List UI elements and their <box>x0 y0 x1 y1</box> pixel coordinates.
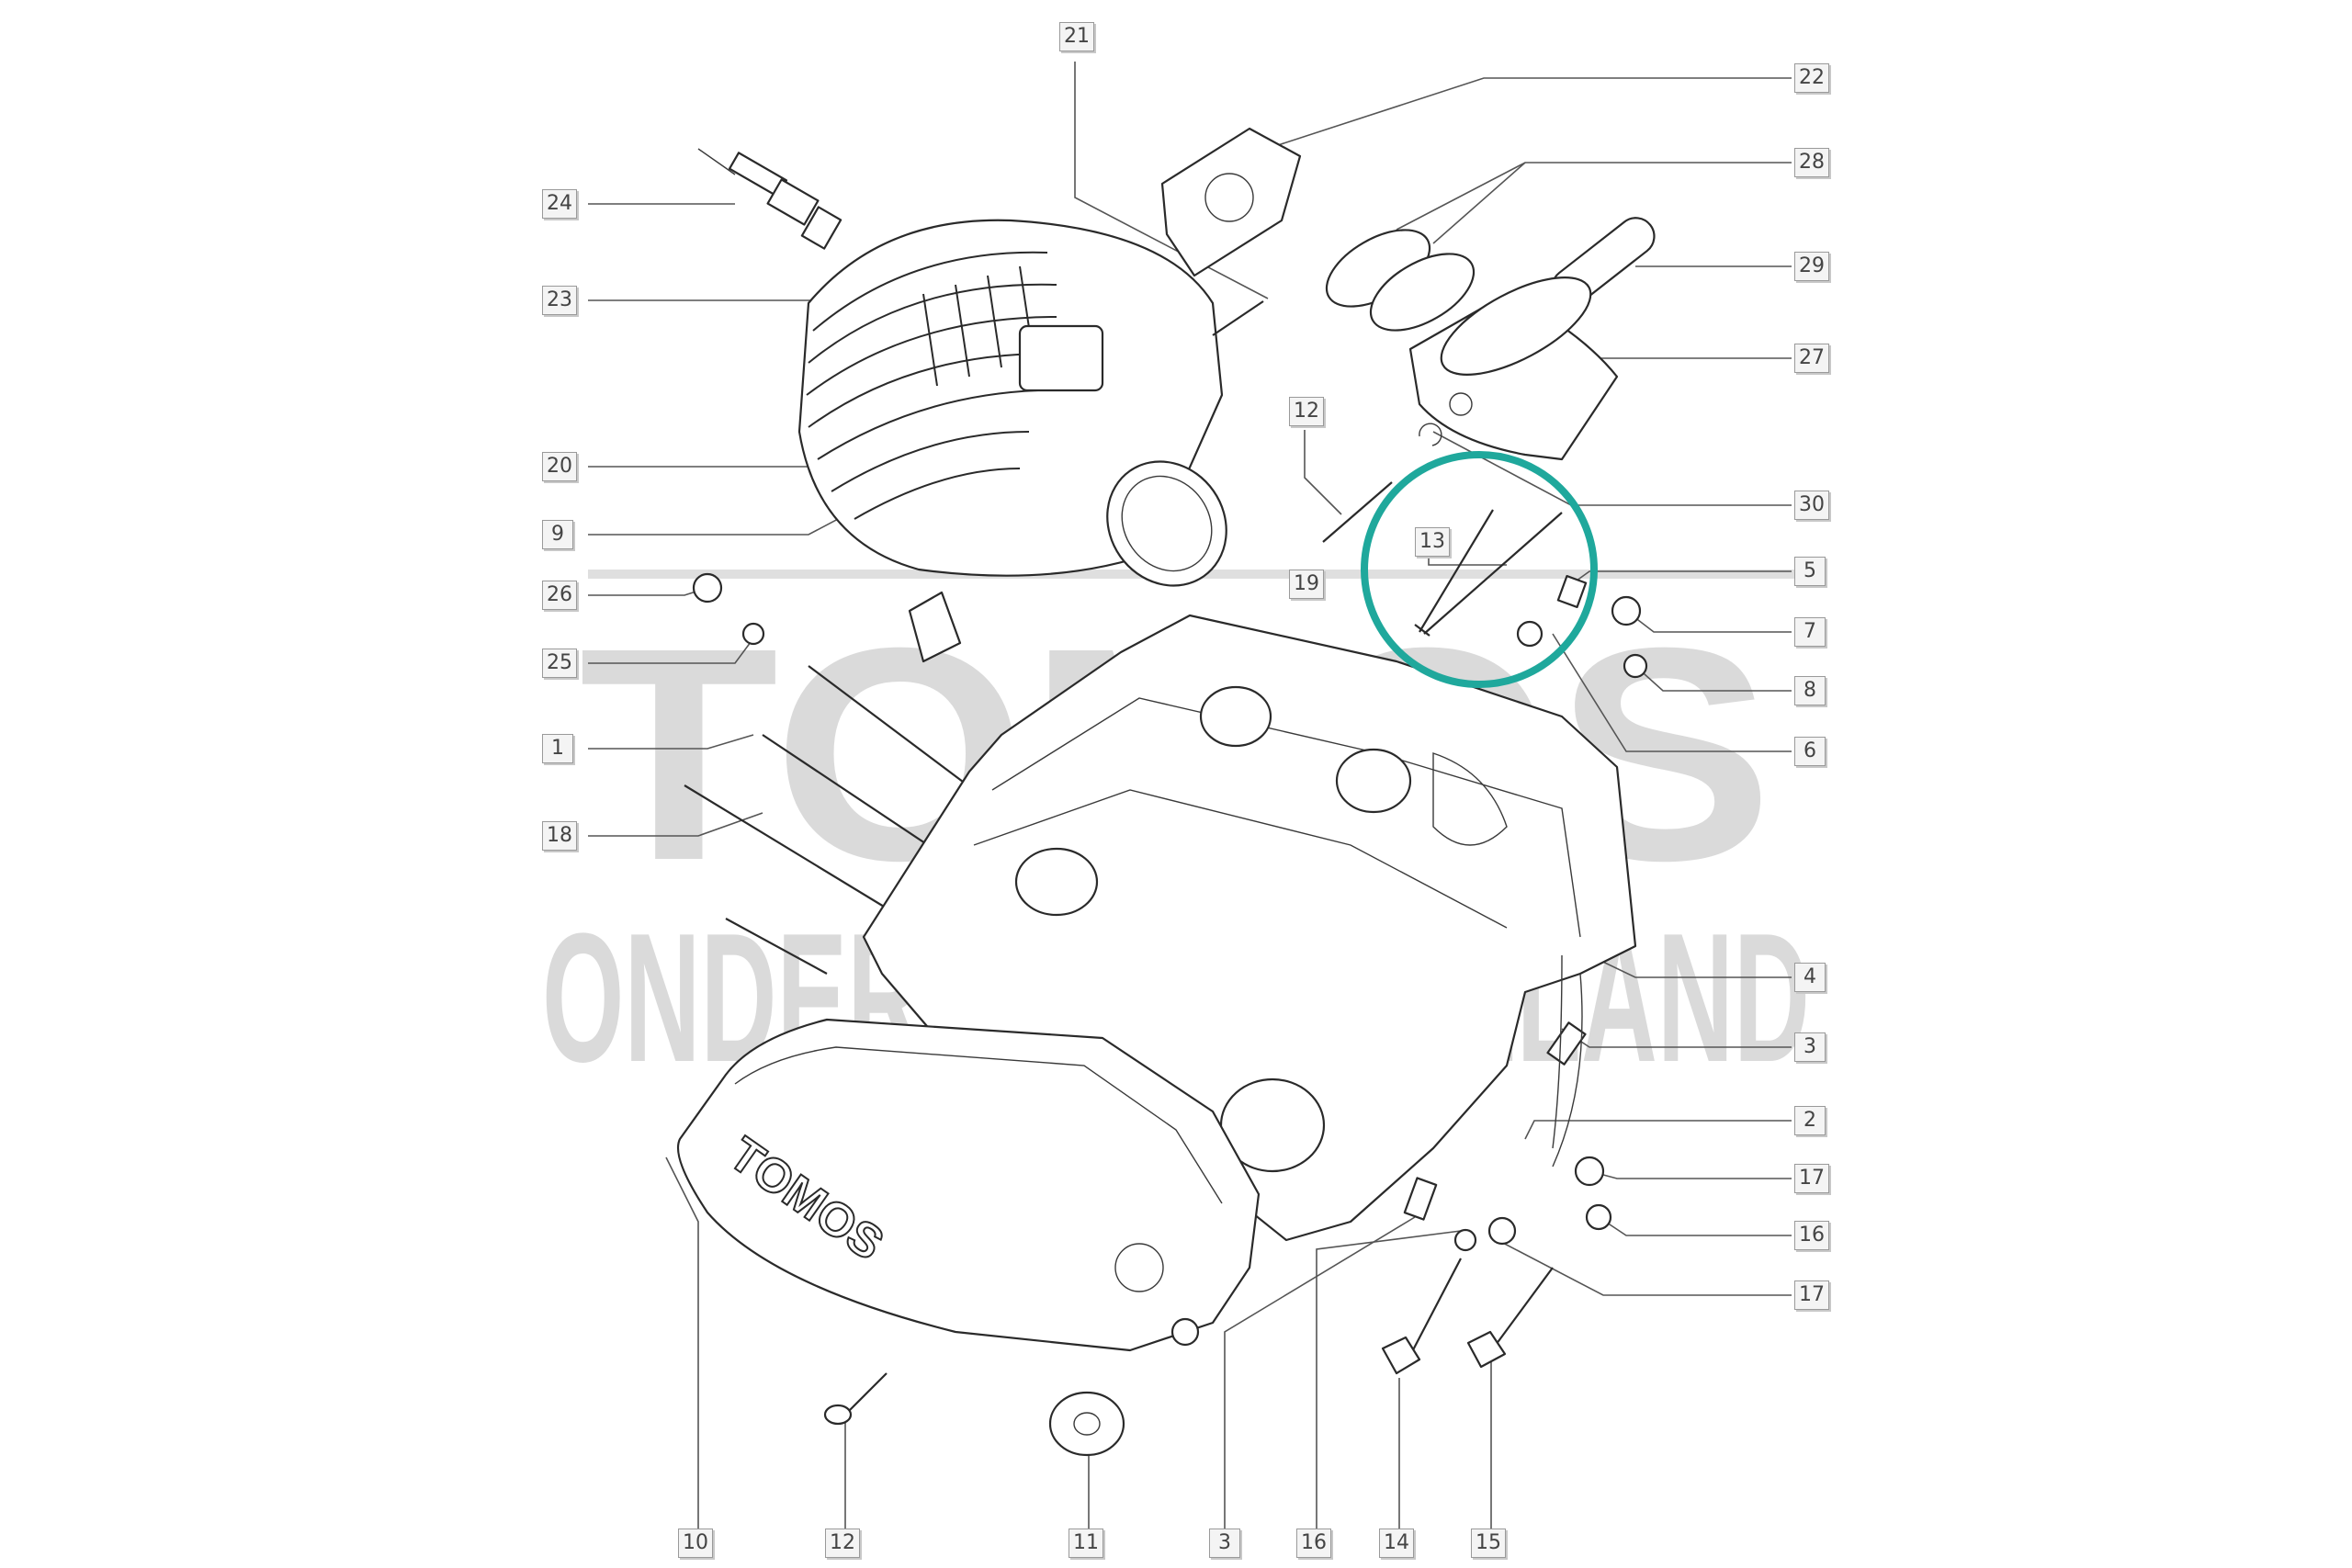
part-label-27: 27 <box>1794 344 1829 373</box>
part-label-10: 10 <box>678 1529 713 1558</box>
side-cover: TOMOS <box>676 1018 1261 1352</box>
part-label-28: 28 <box>1794 148 1829 177</box>
part-label-13: 13 <box>1415 527 1450 557</box>
piston <box>1408 276 1619 461</box>
part-label-12-top: 12 <box>1289 397 1324 426</box>
part-label-16-bottom: 16 <box>1296 1529 1331 1558</box>
spark-plug <box>697 148 842 250</box>
part-label-25: 25 <box>542 649 577 678</box>
part-label-8: 8 <box>1794 676 1826 705</box>
part-label-7: 7 <box>1794 617 1826 647</box>
part-label-3-right: 3 <box>1794 1032 1826 1062</box>
part-label-11: 11 <box>1069 1529 1103 1558</box>
small-parts <box>692 572 1648 1457</box>
bolts <box>823 1258 1554 1426</box>
part-label-17-bottom: 17 <box>1794 1280 1829 1310</box>
part-label-18: 18 <box>542 821 577 851</box>
part-label-12-bottom: 12 <box>825 1529 860 1558</box>
part-label-21: 21 <box>1059 22 1094 51</box>
part-label-19: 19 <box>1289 570 1324 599</box>
part-label-9: 9 <box>542 520 573 549</box>
part-label-26: 26 <box>542 581 577 610</box>
part-label-14: 14 <box>1379 1529 1414 1558</box>
part-label-15: 15 <box>1471 1529 1506 1558</box>
part-label-17-top: 17 <box>1794 1164 1829 1193</box>
part-label-24: 24 <box>542 189 577 219</box>
part-label-1: 1 <box>542 734 573 763</box>
cylinder-head-gasket <box>1160 127 1302 277</box>
part-label-3-bottom: 3 <box>1209 1529 1240 1558</box>
part-label-29: 29 <box>1794 252 1829 281</box>
part-label-5: 5 <box>1794 557 1826 586</box>
part-label-20: 20 <box>542 452 577 481</box>
highlight-circle <box>1361 451 1598 688</box>
long-bolt <box>1419 509 1494 633</box>
circlip <box>1419 423 1442 446</box>
piston-rings <box>1325 229 1476 332</box>
part-label-16-right: 16 <box>1794 1221 1829 1250</box>
part-label-22: 22 <box>1794 63 1829 93</box>
part-label-23: 23 <box>542 286 577 315</box>
part-label-6: 6 <box>1794 737 1826 766</box>
cylinder <box>797 219 1227 587</box>
leader-lines <box>588 62 1792 1543</box>
part-label-2: 2 <box>1794 1106 1826 1135</box>
part-label-4: 4 <box>1794 963 1826 992</box>
part-label-30: 30 <box>1794 491 1829 520</box>
